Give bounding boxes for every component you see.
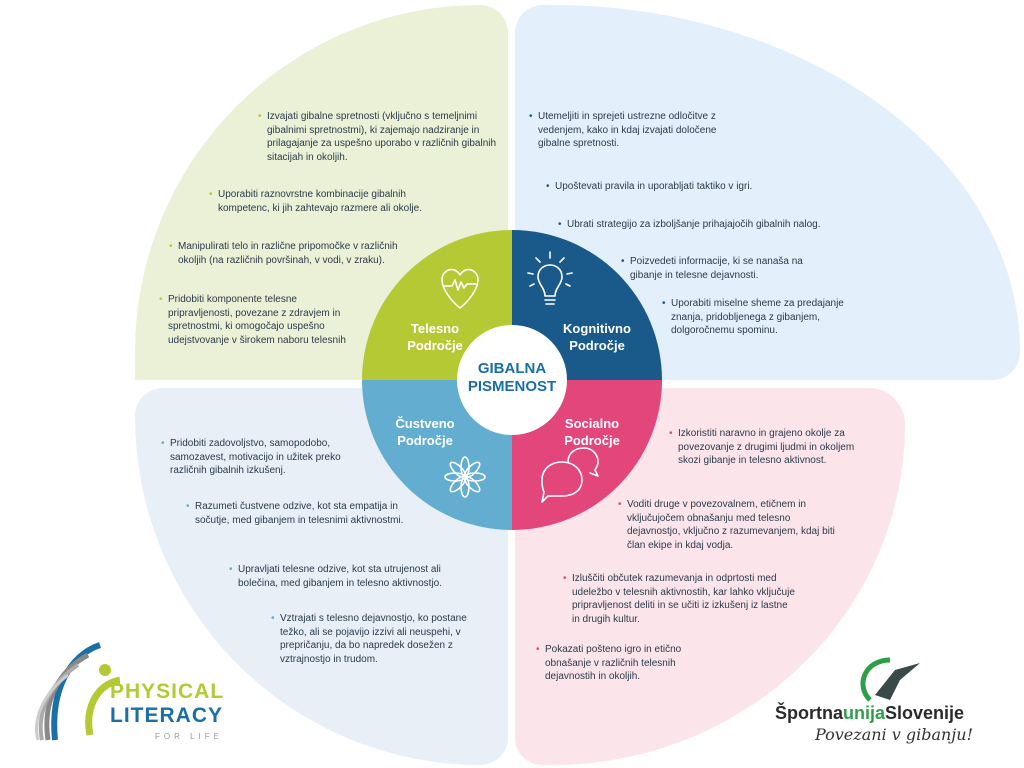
- flower-icon: [444, 456, 486, 498]
- physical-literacy-logo: PHYSICAL LITERACY FOR LIFE: [30, 640, 250, 750]
- telesno-item: Uporabiti raznovrstne kombinacije gibaln…: [209, 188, 449, 215]
- socialno-item: Pokazati pošteno igro in etično obnašanj…: [536, 643, 716, 684]
- physical-literacy-swoosh-icon: [35, 642, 120, 741]
- custveno-item: Vztrajati s telesno dejavnostjo, ko post…: [271, 612, 491, 666]
- name-part3: Slovenije: [885, 703, 965, 723]
- kognitivno-subtitle: Področje: [569, 338, 625, 353]
- logo-line1: PHYSICAL: [110, 680, 225, 703]
- logo-line2: LITERACY: [110, 704, 223, 727]
- logo-line3: FOR LIFE: [155, 732, 224, 741]
- name-part2: unija: [843, 703, 886, 723]
- kognitivno-item: Uporabiti miselne sheme za predajanje zn…: [662, 297, 872, 338]
- center-title-line2: PISMENOST: [467, 378, 557, 395]
- speech-bubbles-icon: [541, 447, 599, 503]
- custveno-title: Čustveno: [395, 416, 455, 431]
- slogan: Povezani v gibanju!: [815, 725, 973, 744]
- heart-pulse-icon: [441, 268, 479, 309]
- telesno-item: Manipulirati telo in različne pripomočke…: [169, 240, 419, 267]
- literacy-wheel: [362, 230, 662, 530]
- name-part1: Športna: [775, 703, 844, 723]
- center-circle: [457, 325, 567, 435]
- kognitivno-title: Kognitivno: [563, 321, 631, 336]
- socialno-item: Izluščiti občutek razumevanja in odprtos…: [563, 572, 798, 626]
- sportna-unija-logo: ŠportnaunijaSlovenije Povezani v gibanju…: [770, 655, 1010, 755]
- custveno-item: Pridobiti zadovoljstvo, samopodobo, samo…: [161, 437, 361, 478]
- sportna-unija-name: ŠportnaunijaSlovenije: [775, 703, 964, 724]
- sportna-unija-emblem-icon: [860, 657, 920, 702]
- telesno-item: Izvajati gibalne spretnosti (vključno s …: [258, 110, 518, 164]
- kognitivno-item: Utemeljiti in sprejeti ustrezne odločitv…: [529, 110, 749, 151]
- lightbulb-icon: [527, 251, 573, 305]
- custveno-item: Upravljati telesne odzive, kot sta utruj…: [229, 563, 479, 590]
- socialno-title: Socialno: [564, 416, 620, 431]
- telesno-subtitle: Področje: [407, 338, 463, 353]
- socialno-item: Izkoristiti naravno in grajeno okolje za…: [669, 427, 864, 468]
- telesno-item: Pridobiti komponente telesne pripravljen…: [159, 293, 359, 347]
- socialno-item: Voditi druge v povezovalnem, etičnem in …: [618, 498, 838, 552]
- custveno-item: Razumeti čustvene odzive, kot sta empati…: [186, 500, 416, 527]
- kognitivno-item: Upoštevati pravila in uporabljati taktik…: [546, 180, 796, 194]
- kognitivno-item: Poizvedeti informacije, ki se nanaša na …: [621, 255, 831, 282]
- socialno-subtitle: Področje: [564, 433, 620, 448]
- telesno-title: Telesno: [410, 321, 460, 336]
- custveno-subtitle: Področje: [397, 433, 453, 448]
- center-title-line1: GIBALNA: [477, 360, 547, 377]
- kognitivno-item: Ubrati strategijo za izboljšanje prihaja…: [558, 218, 878, 232]
